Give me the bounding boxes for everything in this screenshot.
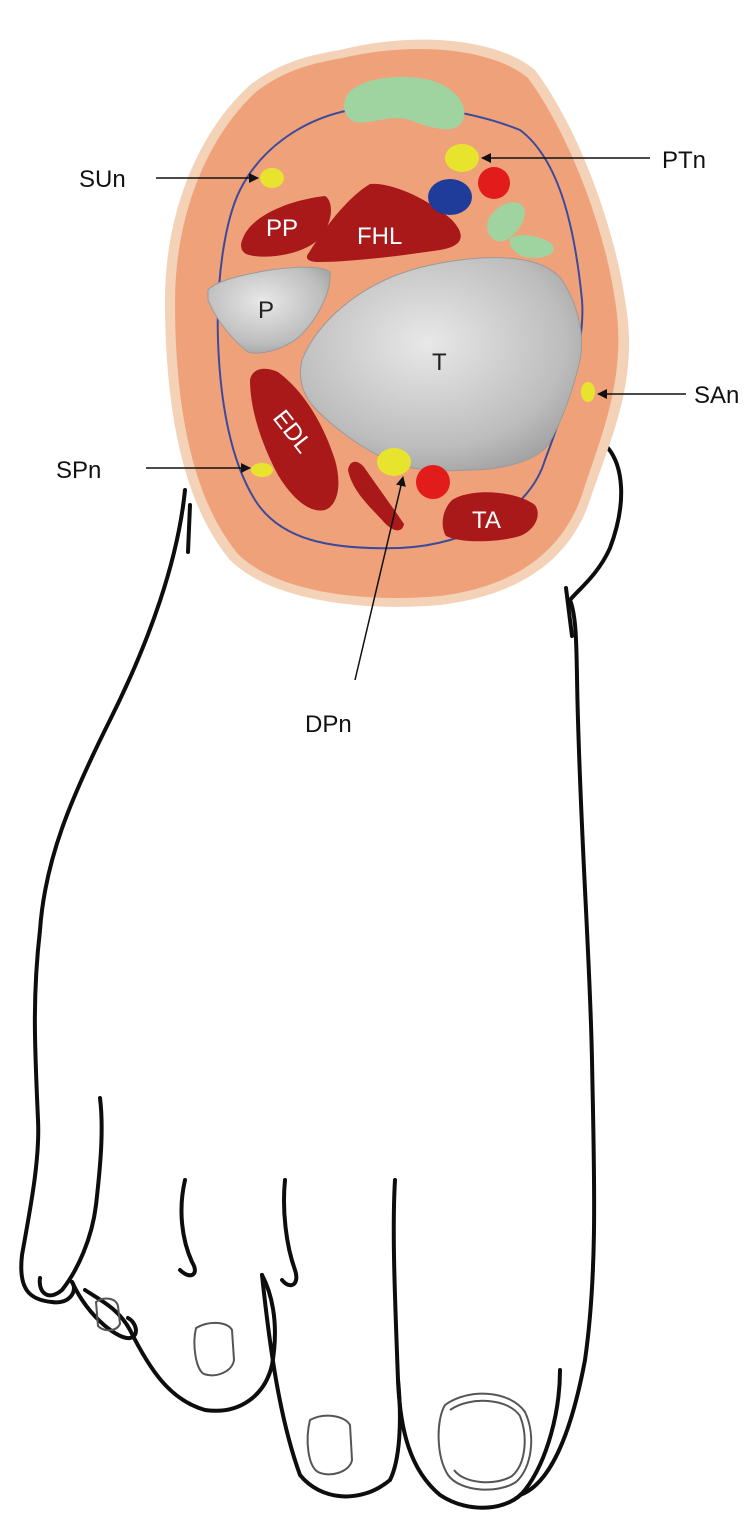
sural-nerve — [260, 168, 284, 188]
posterior-tibial-artery — [478, 167, 510, 199]
label-san: SAn — [694, 382, 739, 409]
toenail-fourth — [194, 1323, 234, 1375]
label-fhl: FHL — [357, 223, 402, 250]
label-t: T — [432, 349, 447, 376]
label-sun: SUn — [79, 166, 126, 193]
deep-peroneal-nerve — [377, 448, 411, 476]
posterior-tibial-vein — [428, 179, 472, 215]
label-dpn: DPn — [305, 711, 352, 738]
toenails — [96, 1299, 531, 1490]
superficial-peroneal-nerve — [251, 463, 273, 477]
label-p: P — [258, 297, 274, 324]
toenail-great-inner — [450, 1401, 525, 1482]
label-ptn: PTn — [662, 147, 706, 174]
saphenous-nerve — [581, 382, 595, 402]
label-spn: SPn — [56, 457, 101, 484]
posterior-tibial-nerve — [445, 144, 479, 172]
ankle-cross-section: PP FHL P T EDL TA — [165, 40, 629, 607]
anterior-tibial-artery — [416, 465, 450, 499]
label-pp: PP — [266, 215, 298, 242]
label-ta: TA — [472, 507, 501, 534]
foot-outline — [21, 448, 621, 1508]
toenail-third — [308, 1416, 352, 1475]
